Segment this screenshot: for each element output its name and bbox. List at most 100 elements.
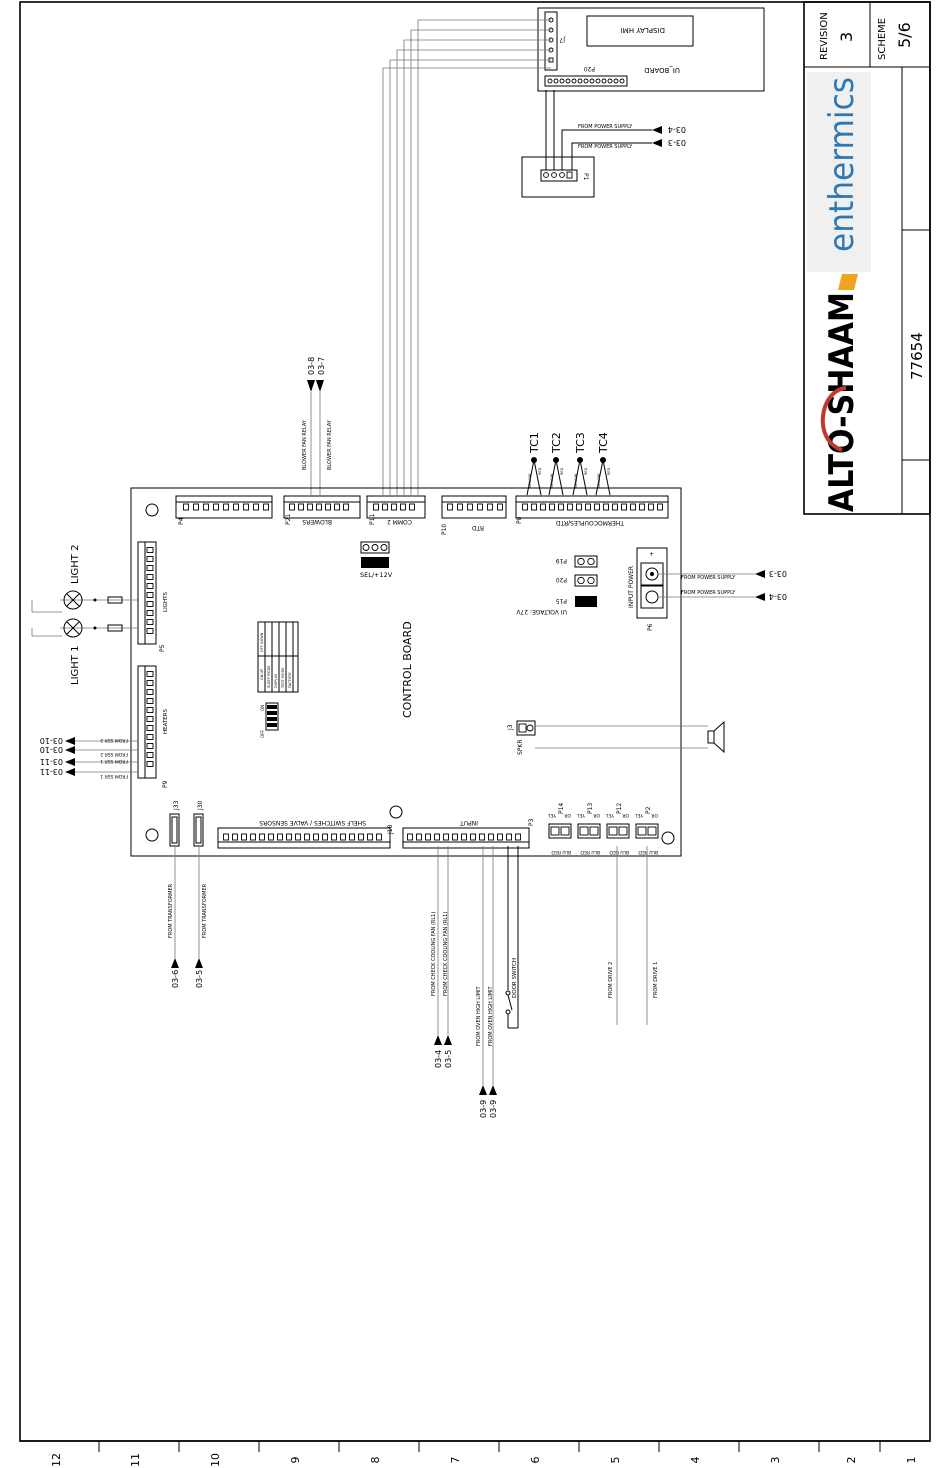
tc3-label: TC3	[574, 432, 587, 454]
connector-pin	[203, 503, 209, 511]
grid-number: 9	[289, 1457, 302, 1464]
p15-jumper: P15 UI VOLTAGE: 27V	[515, 596, 597, 615]
fuse-icon	[107, 624, 123, 632]
arrow-icon	[489, 1085, 497, 1095]
connector-pin	[576, 503, 582, 511]
connector-pin	[531, 503, 537, 511]
connector-pin	[603, 503, 609, 511]
connector-pin	[243, 503, 249, 511]
arrow-03-4-icon	[652, 126, 662, 134]
arrow-icon	[65, 758, 75, 766]
tc2-label: TC2	[550, 432, 563, 454]
p13-label: P13	[587, 803, 594, 814]
blu-red-label: BLU RED	[551, 849, 571, 855]
connector-pin	[594, 503, 600, 511]
transformer-note: FROM TRANSFORMER	[202, 883, 208, 938]
connector-pin	[447, 503, 453, 511]
connector-pin	[146, 619, 154, 625]
ui-voltage-label: UI VOLTAGE: 27V	[515, 608, 567, 615]
connector-pin	[183, 503, 189, 511]
control-board: CONTROL BOARD P4 P21 BLOWERS P11 COMM 2 …	[130, 487, 787, 857]
connector-pin	[630, 503, 636, 511]
connector-pin	[295, 833, 301, 841]
sel-jumper: SEL/+12V	[360, 541, 393, 579]
grid-strip: 12 11 10 9 8 7 6 5 4 3 2 1	[50, 1441, 918, 1467]
yel-label: YEL	[547, 812, 557, 818]
lamp-light2-icon	[63, 590, 83, 610]
connector-pin	[400, 503, 406, 511]
blower-wires: 03-8 03-7 BLOWER FAN RELAY BLOWER FAN RE…	[302, 357, 333, 495]
or-label: OR	[622, 812, 629, 818]
connector-pin	[253, 503, 259, 511]
power-ref-note: FROM POWER SUPPLY	[681, 590, 736, 596]
heater-ref: 03-11	[40, 757, 63, 766]
blu-red-label: BLU RED	[580, 849, 600, 855]
connector-pin	[558, 503, 564, 511]
thermocouples-rtd-label: THERMOCOUPLES/RTD	[556, 519, 625, 526]
heaters-label: HEATERS	[163, 708, 169, 734]
heater-ref: 03-10	[40, 736, 63, 745]
arrow-03-7-icon	[316, 380, 324, 392]
p4-connector: P4	[175, 495, 273, 525]
connector-pin	[657, 503, 663, 511]
p20-connector	[544, 75, 628, 87]
connector-pin	[268, 833, 274, 841]
connector-pin	[358, 833, 364, 841]
connector-pin	[146, 547, 154, 553]
arrow-03-3-icon	[652, 139, 662, 147]
connector-pin	[488, 833, 494, 841]
connector-pin	[343, 503, 349, 511]
connector-pin	[340, 833, 346, 841]
comm2-label: COMM 2	[387, 518, 412, 525]
input-ref-hl2: 03-9	[489, 1100, 498, 1118]
connector-pin	[307, 503, 313, 511]
display-hmi	[586, 15, 694, 47]
connector-pin	[146, 628, 154, 634]
connector-pin	[443, 833, 449, 841]
connector-pin	[373, 503, 379, 511]
tc1-label: TC1	[528, 432, 541, 454]
input-note-fan1: FROM CHECK COOLING FAN (RL1)	[431, 912, 437, 996]
ui-supply-note-1: FROM POWER SUPPLY	[578, 124, 633, 130]
arrow-icon	[171, 958, 179, 968]
p15-label: P15	[556, 597, 567, 604]
p6-label: P6	[647, 623, 654, 631]
tc-wire-label: YELLOW	[528, 473, 532, 488]
connector-pin	[146, 680, 154, 686]
dip-table: ON UP OFF DOWN SLEEP MODE DISPLAY TEST M…	[257, 621, 299, 693]
connector-pin	[331, 833, 337, 841]
power-ref: 03-4	[769, 592, 787, 601]
p14-label: P14	[558, 803, 565, 814]
transformer-refs: FROM TRANSFORMER FROM TRANSFORMER 03-6 0…	[168, 846, 208, 988]
connector-pin	[223, 833, 229, 841]
speaker-icon	[707, 720, 725, 754]
or-label: OR	[564, 812, 571, 818]
p3-input-connector: INPUT P3	[402, 818, 535, 849]
connector-pin	[585, 503, 591, 511]
grid-number: 5	[609, 1457, 622, 1464]
p19-label: P19	[556, 557, 567, 564]
blower-ref-2: 03-7	[317, 357, 326, 375]
spkr-label: SPKR	[517, 739, 524, 755]
connector-pin	[612, 503, 618, 511]
connector-pin	[425, 833, 431, 841]
ui-ref-2: 03-3	[668, 138, 686, 147]
drive-refs: FROM DRIVE 2 FROM DRIVE 1	[608, 846, 659, 1025]
door-switch-label: DOOR SWITCH	[512, 958, 518, 998]
scheme-value: 5/6	[895, 22, 914, 48]
connector-pin	[213, 503, 219, 511]
arrow-icon	[65, 737, 75, 745]
dip-label: FACTORY	[288, 671, 292, 688]
brand-enthermics: enthermics	[822, 77, 862, 252]
connector-pin	[391, 503, 397, 511]
dip-label: TEST MODE	[281, 667, 285, 689]
input-ref-fan1: 03-4	[434, 1050, 443, 1068]
j30-connector: J30	[193, 800, 204, 847]
p21-connector: P21 BLOWERS	[283, 495, 361, 525]
p12-label: P12	[616, 803, 623, 814]
grid-number: 2	[845, 1457, 858, 1464]
arrow-icon	[755, 593, 765, 601]
p5-lights-connector: LIGHTS P5	[137, 541, 169, 652]
connector-pin	[146, 698, 154, 704]
